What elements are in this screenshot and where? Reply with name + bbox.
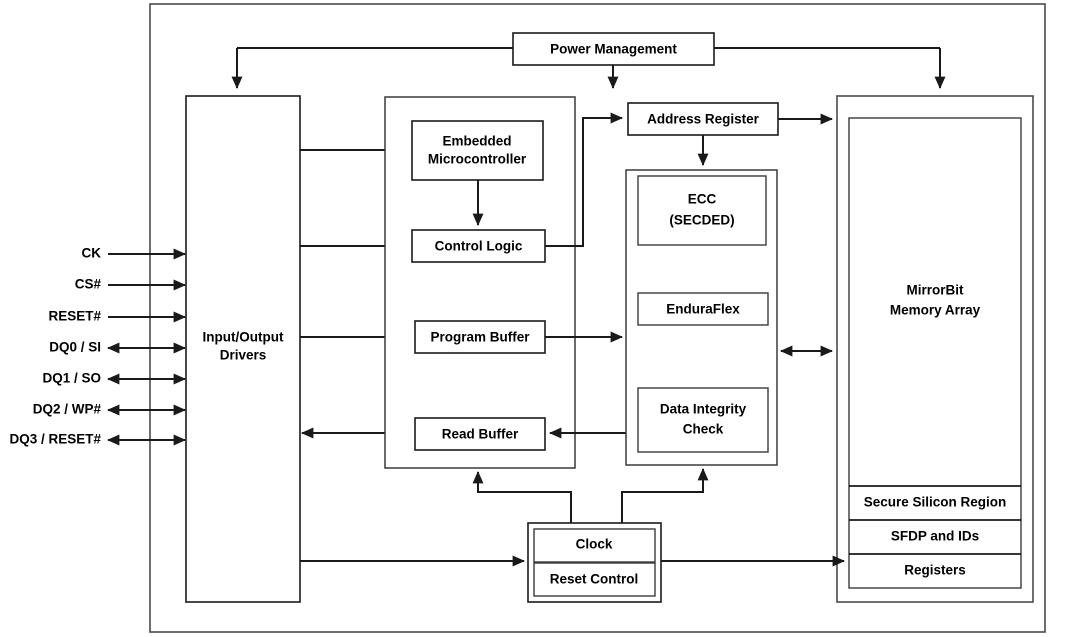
block-clock [533,528,656,563]
block-memory-array-label-line2: Memory Array [890,303,981,318]
block-io-drivers-label-line2: Drivers [220,348,267,363]
block-registers-label: Registers [904,563,966,578]
block-embedded-microcontroller [411,120,544,181]
block-read-buffer [414,417,546,451]
wire-clock-to-ecc-group [621,468,709,523]
block-io-drivers-label-line1: Input/Output [203,330,284,345]
block-enduraflex-label: EnduraFlex [666,302,740,317]
block-address-register [627,102,779,136]
block-sfdp-and-ids-label: SFDP and IDs [891,529,979,544]
pin-label-dq3: DQ3 / RESET# [9,432,101,447]
block-embedded-mcu-label-line1: Embedded [442,134,511,149]
block-embedded-mcu-label-line2: Microcontroller [428,152,527,167]
block-address-register-label: Address Register [647,112,760,127]
block-program-buffer-label: Program Buffer [430,330,530,345]
pin-label-dq1: DQ1 / SO [42,371,101,386]
block-input-output-drivers [185,95,301,603]
block-read-buffer-label: Read Buffer [442,427,519,442]
block-control-logic-label: Control Logic [435,239,523,254]
block-ecc-label-line2: (SECDED) [669,213,734,228]
block-reset-control [533,562,656,597]
block-reset-control-label: Reset Control [550,572,639,587]
pin-label-reset: RESET# [48,309,101,324]
wire-clock-to-logic-group [472,471,572,523]
block-program-buffer [414,320,546,354]
pin-label-dq0: DQ0 / SI [49,340,101,355]
block-enduraflex [637,292,769,326]
block-power-management [512,32,715,66]
block-ecc-label-line1: ECC [688,192,717,207]
wire-control-logic-to-address-register [545,112,623,247]
block-memory-array-label-line1: MirrorBit [907,283,965,298]
block-clock-label: Clock [576,537,613,552]
block-power-management-label: Power Management [550,42,677,57]
block-data-integrity-label-line2: Check [683,422,724,437]
pin-label-dq2: DQ2 / WP# [33,402,102,417]
block-secure-silicon-region-label: Secure Silicon Region [864,495,1007,510]
block-memory-array-inner [848,117,1022,589]
block-data-integrity-check [637,387,769,453]
pin-label-cs: CS# [75,277,102,292]
block-ecc-secded [637,175,767,246]
block-data-integrity-label-line1: Data Integrity [660,402,747,417]
pin-label-ck: CK [82,246,102,261]
